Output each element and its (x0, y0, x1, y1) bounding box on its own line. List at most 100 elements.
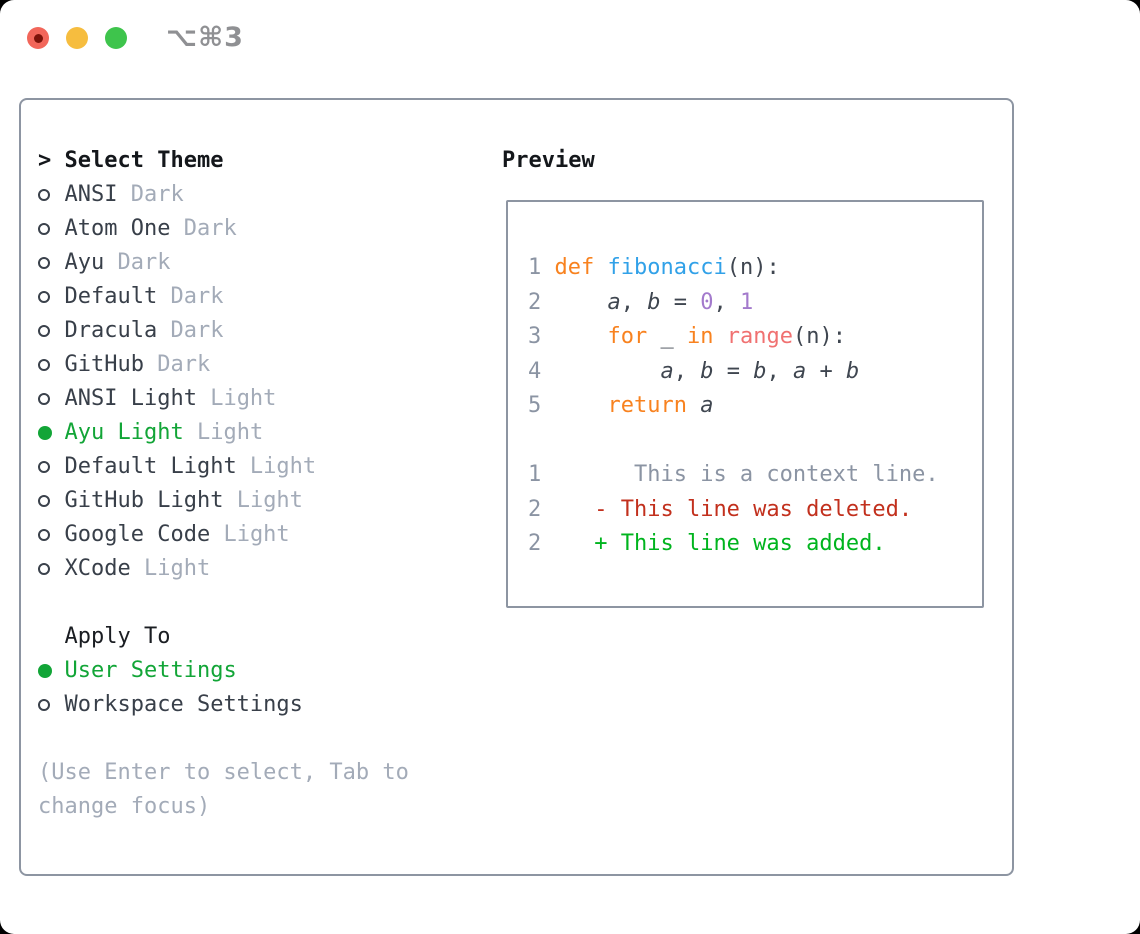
titlebar: ⌥⌘3 (0, 0, 1140, 98)
prompt-icon: > (38, 148, 52, 173)
radio-marker (38, 189, 65, 201)
code-segment-code: (n): (726, 255, 780, 280)
theme-item-atom-one-dark[interactable]: Atom One Dark (38, 212, 478, 246)
code-segment-code (541, 255, 554, 280)
code-segment-var: b (845, 358, 860, 384)
theme-item-xcode-light[interactable]: XCode Light (38, 552, 478, 586)
code-segment-add: + This line was added. (594, 531, 886, 556)
theme-item-google-code-light[interactable]: Google Code Light (38, 518, 478, 552)
apply-option-user-settings[interactable]: User Settings (38, 654, 478, 688)
code-segment-var: a (660, 358, 674, 384)
code-segment-var: a (607, 289, 621, 315)
code-segment-ln: 5 (528, 393, 542, 418)
theme-list-title: Select Theme (64, 148, 224, 173)
code-line: 2 a, b = 0, 1 (528, 286, 976, 321)
code-segment-var: b (753, 358, 767, 384)
theme-item-ayu-light-light[interactable]: Ayu Light Light (38, 416, 478, 450)
code-segment-var: b (647, 289, 661, 315)
spacer (38, 722, 478, 756)
theme-name: Ayu Light (64, 420, 184, 445)
apply-to-header: Apply To (64, 624, 171, 649)
theme-item-github-light-light[interactable]: GitHub Light Light (38, 484, 478, 518)
code-segment-code: + (806, 358, 846, 384)
theme-variant-label: Light (223, 488, 303, 513)
code-segment-code: = (713, 358, 754, 384)
theme-item-ansi-light-light[interactable]: ANSI Light Light (38, 382, 478, 416)
radio-marker (38, 699, 65, 711)
code-segment-ctx: This is a context line. (633, 462, 939, 487)
theme-variant-label: Light (210, 522, 290, 547)
theme-variant-label: Light (196, 386, 277, 411)
theme-name: Default (64, 284, 158, 309)
code-segment-ln: 1 (528, 462, 542, 487)
window-title: ⌥⌘3 (166, 22, 244, 53)
code-segment-code (541, 497, 594, 522)
radio-icon (38, 223, 50, 235)
code-segment-kw: def (554, 255, 595, 280)
code-segment-ln: 2 (528, 496, 542, 522)
code-segment-code (541, 359, 660, 384)
theme-item-ayu-dark[interactable]: Ayu Dark (38, 246, 478, 280)
theme-name: Dracula (64, 318, 158, 343)
theme-name: Google Code (64, 522, 211, 547)
code-line: 4 a, b = b, a + b (528, 355, 976, 390)
radio-marker (38, 529, 65, 541)
code-segment-code: , (713, 289, 740, 315)
close-button[interactable] (27, 27, 49, 49)
theme-name: ANSI Light (64, 386, 197, 411)
code-segment-code (541, 393, 607, 418)
theme-item-ansi-dark[interactable]: ANSI Dark (38, 178, 478, 212)
theme-variant-label: Dark (117, 182, 184, 207)
theme-item-default-dark[interactable]: Default Dark (38, 280, 478, 314)
radio-marker (38, 291, 65, 303)
maximize-button[interactable] (105, 27, 127, 49)
theme-name: Atom One (64, 216, 171, 241)
radio-marker (38, 393, 65, 405)
theme-item-default-light-light[interactable]: Default Light Light (38, 450, 478, 484)
apply-option-workspace-settings[interactable]: Workspace Settings (38, 688, 478, 722)
code-segment-var: b (700, 358, 714, 384)
theme-name: GitHub (64, 352, 144, 377)
code-segment-code: _ (647, 324, 687, 349)
code-segment-kw: in (686, 324, 714, 349)
radio-marker (38, 426, 65, 440)
code-segment-code: , (620, 289, 648, 315)
theme-list-header: > Select Theme (38, 144, 478, 178)
minimize-button[interactable] (66, 27, 88, 49)
theme-variant-label: Light (236, 454, 317, 479)
theme-variant-label: Dark (157, 318, 224, 343)
radio-icon (38, 529, 50, 541)
code-segment-code: , (673, 358, 701, 384)
theme-variant-label: Dark (104, 250, 171, 275)
theme-name: XCode (64, 556, 131, 581)
code-segment-code (541, 290, 607, 315)
code-segment-num: 0 (700, 289, 714, 315)
theme-name: Ayu (64, 250, 105, 275)
theme-variant-label: Light (183, 420, 264, 445)
code-segment-code (713, 324, 726, 349)
code-segment-ln: 1 (528, 255, 542, 280)
radio-icon (38, 291, 50, 303)
code-segment-code: = (660, 289, 701, 315)
code-segment-code (541, 462, 634, 487)
radio-marker (38, 223, 65, 235)
theme-variant-label: Light (130, 556, 211, 581)
theme-item-github-dark[interactable]: GitHub Dark (38, 348, 478, 382)
radio-icon (38, 359, 50, 371)
theme-item-dracula-dark[interactable]: Dracula Dark (38, 314, 478, 348)
spacer (38, 586, 478, 620)
code-segment-call: range (726, 324, 793, 349)
code-segment-code: (n): (792, 324, 846, 349)
code-segment-ln: 2 (528, 531, 542, 556)
theme-variant-label: Dark (170, 216, 237, 241)
apply-option-label: Workspace Settings (64, 692, 303, 717)
theme-name: Default Light (64, 454, 237, 479)
radio-marker (38, 461, 65, 473)
radio-icon (38, 461, 50, 473)
radio-icon (38, 495, 50, 507)
close-button-dot (33, 33, 43, 43)
